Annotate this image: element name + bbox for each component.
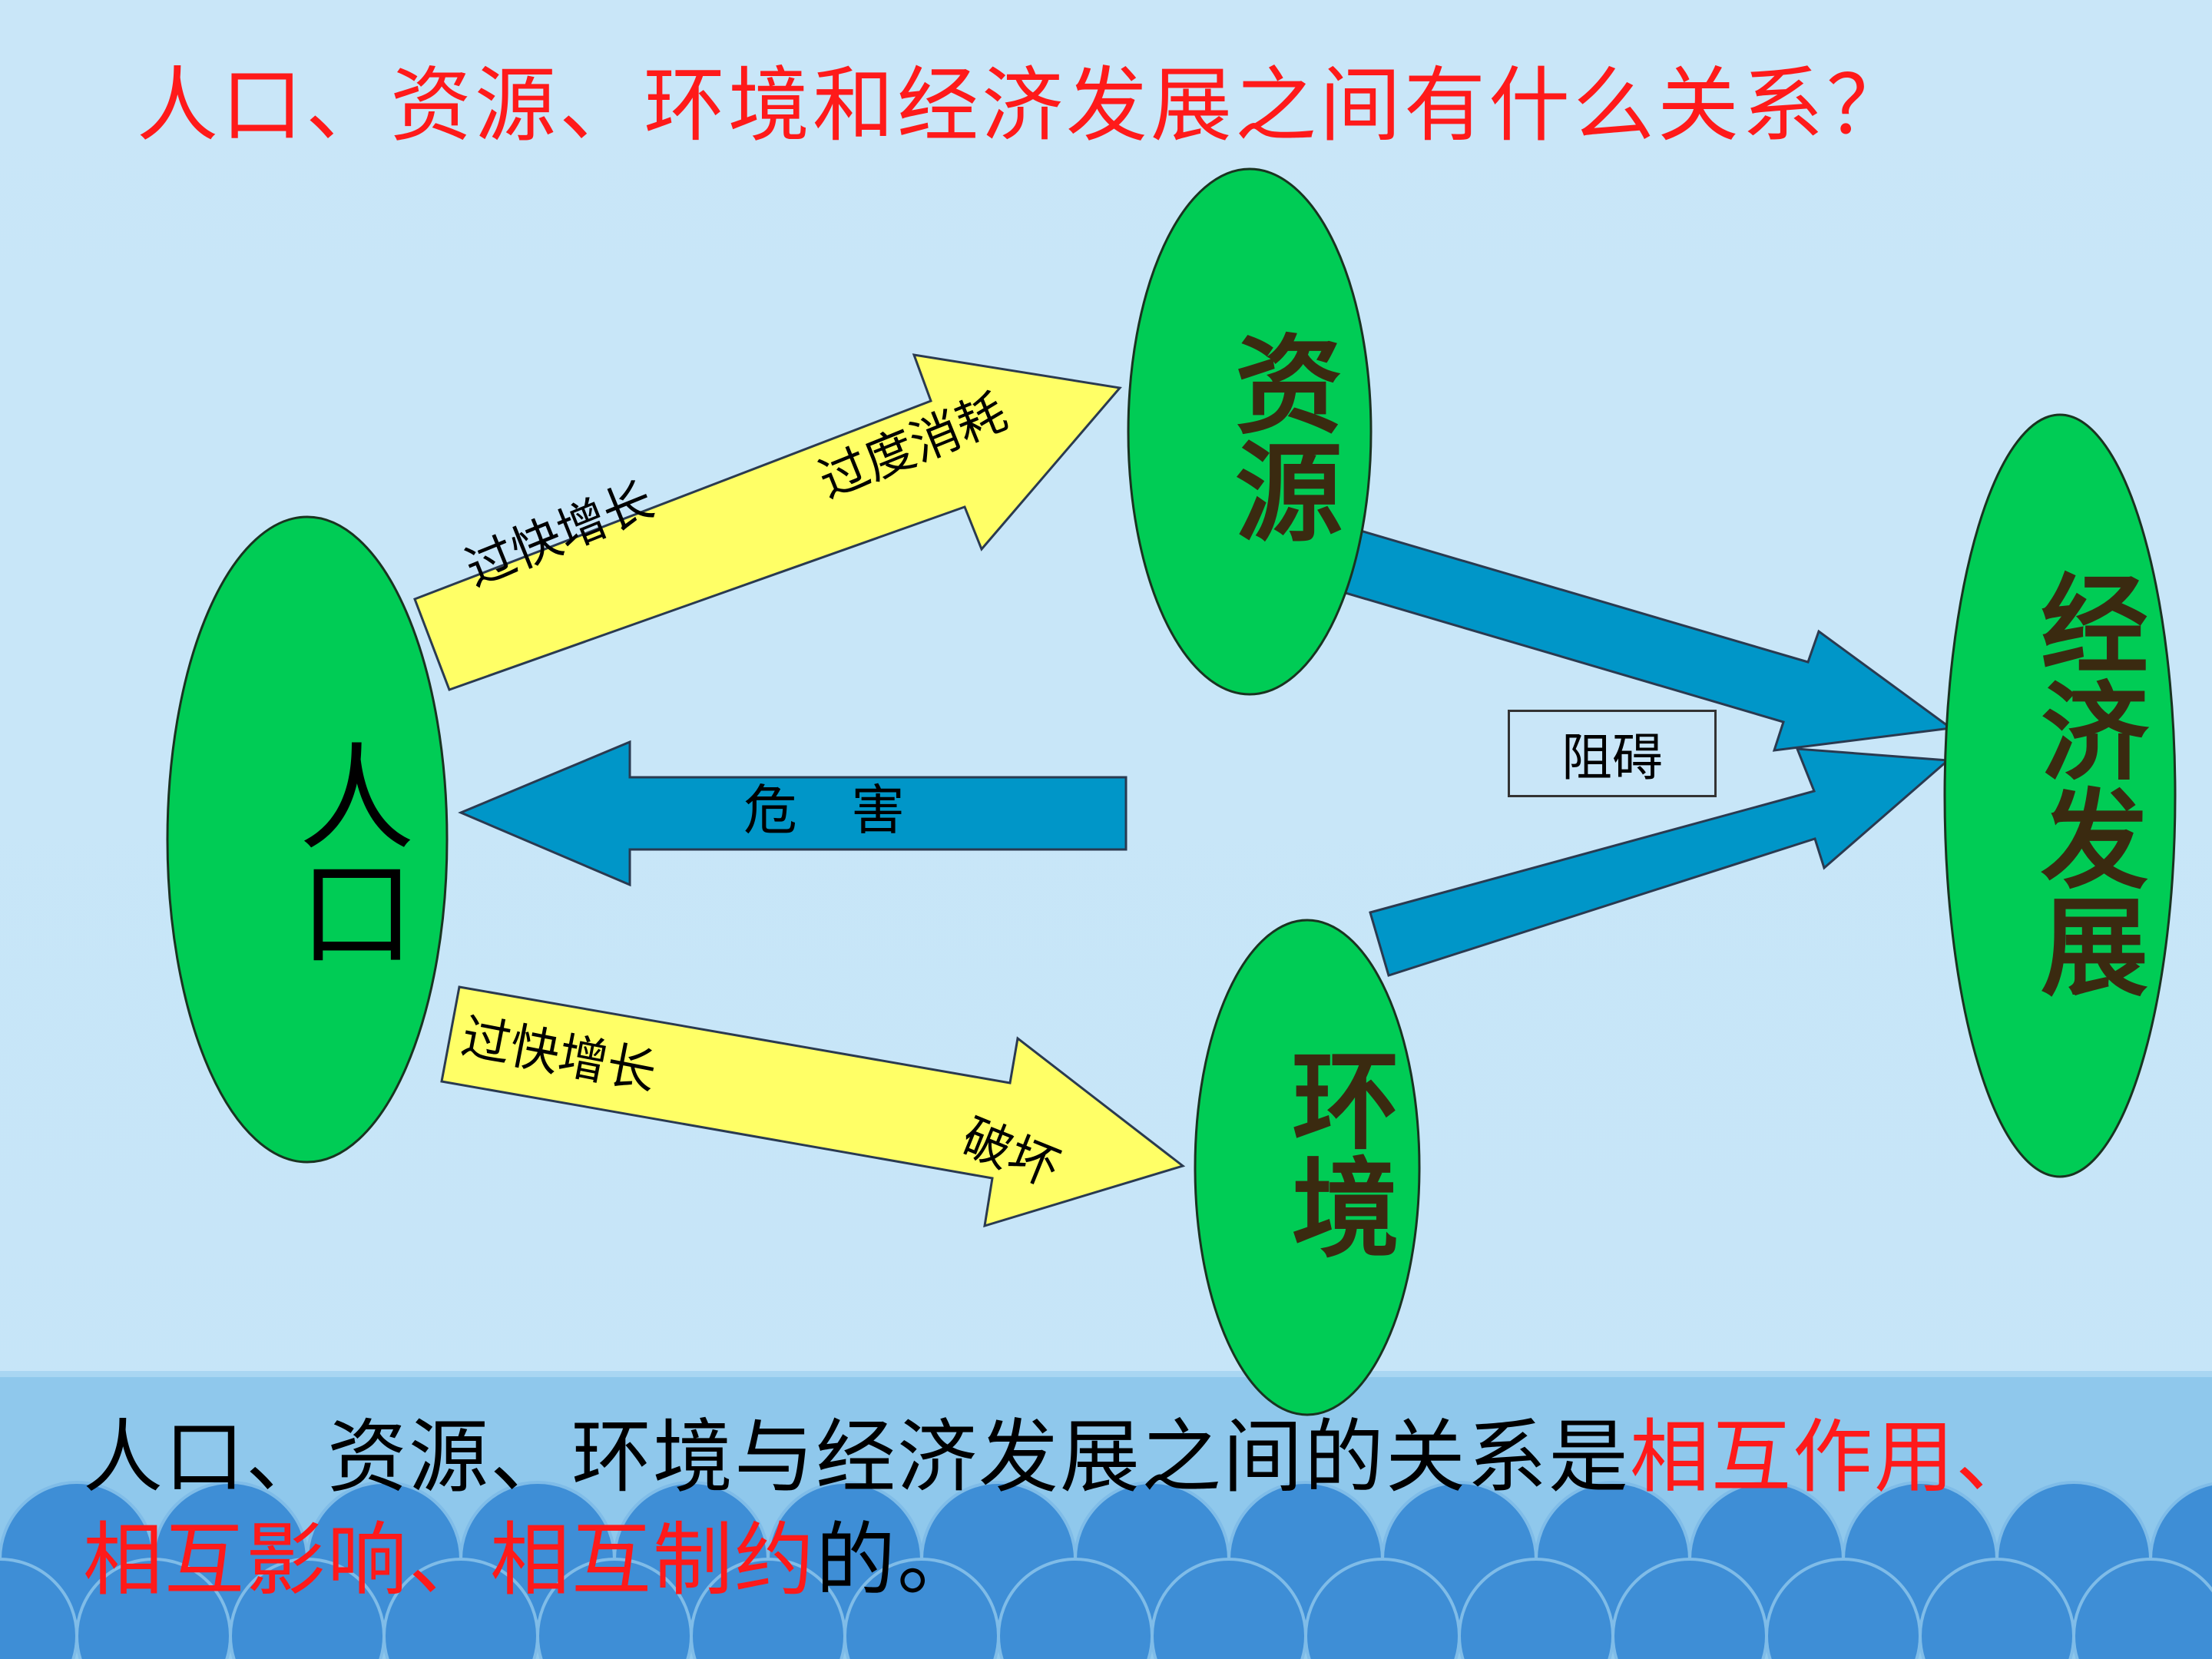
- resources-label: 资源: [1217, 329, 1343, 544]
- conclusion-highlight-1: 相互作用、: [1630, 1410, 2038, 1504]
- conclusion-text: 人口、资源、环境与经济发展之间的关系是相互作用、相互影响、相互制约的。: [83, 1406, 2157, 1611]
- population-to-environment-arrow: [440, 985, 1186, 1228]
- economy-node: [1943, 413, 2177, 1178]
- conclusion-part1: 人口、资源、环境与经济发展之间的关系是: [83, 1410, 1631, 1504]
- environment-label: 环境: [1273, 1045, 1399, 1260]
- population-node: [166, 515, 449, 1164]
- arrow-label-harm: 危 害: [743, 779, 905, 842]
- environment-to-economy-arrow: [1369, 747, 1951, 977]
- resources-node: [1127, 167, 1373, 696]
- environment-node: [1194, 919, 1421, 1416]
- conclusion-highlight-2: 相互影响、相互制约: [83, 1513, 816, 1607]
- obstacle-box: 阻碍: [1508, 710, 1717, 797]
- wave-circle: [2072, 1558, 2212, 1659]
- harm-arrow: [458, 740, 1128, 887]
- economy-label: 经济发展: [2022, 568, 2148, 998]
- page-title: 人口、资源、环境和经济发展之间有什么关系？: [137, 58, 1911, 153]
- obstacle-label: 阻碍: [1561, 728, 1663, 787]
- population-to-resources-arrow: [413, 353, 1122, 691]
- wave-background: [0, 1371, 2212, 1659]
- conclusion-part2: 的。: [816, 1513, 979, 1607]
- resources-to-economy-arrow: [1339, 528, 1954, 752]
- population-label: 人口: [280, 737, 413, 968]
